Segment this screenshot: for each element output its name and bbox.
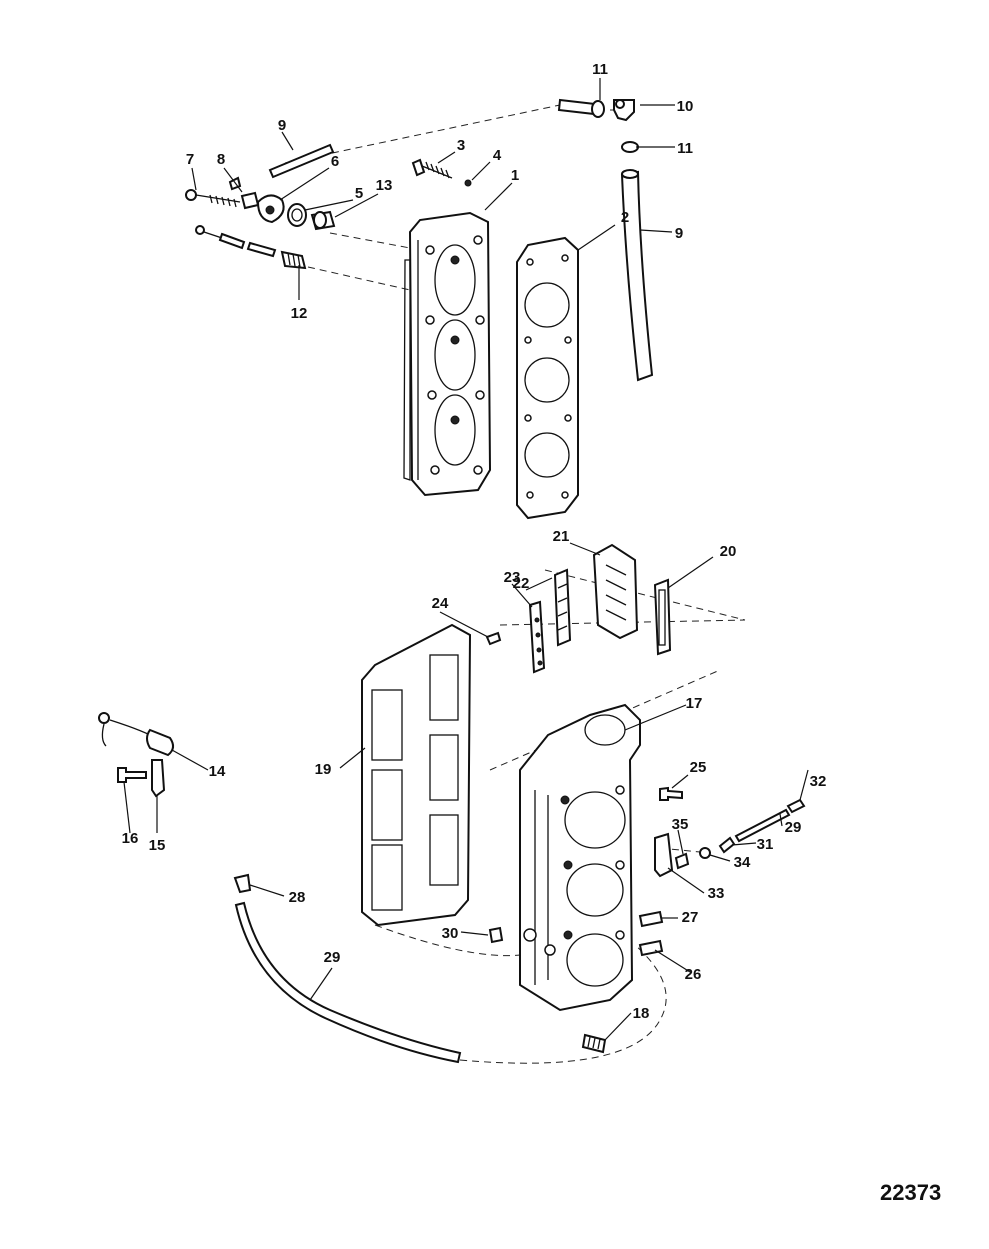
callout-15: 15 (149, 837, 166, 854)
callout-19: 19 (315, 761, 332, 778)
part-bracket-35 (674, 852, 690, 870)
part-nut-30 (488, 926, 504, 944)
callout-12: 12 (291, 305, 308, 322)
callout-27: 27 (682, 909, 699, 926)
callout-26: 26 (685, 966, 702, 983)
callout-16: 16 (122, 830, 139, 847)
callout-29-left: 29 (324, 949, 341, 966)
callout-21: 21 (553, 528, 570, 545)
callout-31: 31 (757, 836, 774, 853)
part-reed-stop (528, 600, 546, 674)
callout-32: 32 (810, 773, 827, 790)
callout-8: 8 (217, 151, 225, 168)
callout-11-lower: 11 (677, 140, 693, 157)
callout-11-top: 11 (592, 61, 608, 78)
callout-10: 10 (677, 98, 694, 115)
part-hose-clamp (621, 141, 639, 153)
callout-14: 14 (209, 763, 226, 780)
callout-24: 24 (432, 595, 449, 612)
part-bolt-18 (581, 1033, 607, 1054)
part-sender-12 (195, 225, 307, 270)
callout-4: 4 (493, 147, 502, 164)
callout-33: 33 (708, 885, 725, 902)
callout-25: 25 (690, 759, 707, 776)
callout-23: 23 (504, 569, 521, 586)
part-hose-upper (268, 143, 335, 179)
part-clip-15 (151, 759, 166, 798)
part-intake-gasket (361, 623, 472, 927)
part-thermostat-cover (256, 194, 285, 224)
callout-5: 5 (355, 185, 363, 202)
part-crankcase-cover (519, 703, 641, 1012)
part-reeds (553, 568, 572, 647)
part-sensor-wire (98, 712, 174, 757)
callout-2: 2 (621, 209, 629, 226)
part-elbow-fitting (613, 99, 635, 122)
part-screw-34 (699, 847, 711, 859)
part-bolt-spring (411, 158, 472, 187)
callout-18: 18 (633, 1005, 650, 1022)
part-hose-lower (234, 901, 462, 1064)
part-screw-16 (117, 767, 147, 783)
callout-13: 13 (376, 177, 393, 194)
figure-number: 22373 (880, 1180, 942, 1205)
part-fitting-28 (233, 873, 252, 894)
callout-9-right: 9 (675, 225, 683, 242)
part-cylinder-head (403, 211, 492, 497)
callout-1: 1 (511, 167, 519, 184)
callout-17: 17 (686, 695, 703, 712)
part-grommet-13 (310, 210, 336, 231)
callout-34: 34 (734, 854, 751, 871)
part-reed-gasket (653, 578, 672, 656)
callout-30: 30 (442, 925, 459, 942)
part-screw-24 (485, 631, 502, 646)
part-reed-block (592, 543, 639, 640)
callout-35: 35 (672, 816, 689, 833)
part-hose-stub (557, 98, 605, 118)
callout-22: 22 (513, 575, 530, 592)
callout-9-left: 9 (278, 117, 286, 134)
callout-7: 7 (186, 151, 194, 168)
part-valve-27 (638, 910, 664, 928)
part-fuel-line-right (718, 798, 806, 854)
callout-6: 6 (331, 153, 339, 170)
part-thermostat-bolt (185, 189, 241, 208)
callout-3: 3 (457, 137, 465, 154)
part-thermostat (287, 203, 307, 227)
part-head-gasket (516, 236, 579, 520)
callout-20: 20 (720, 543, 737, 560)
callout-leaders (123, 78, 809, 1041)
part-clamp-33 (654, 832, 674, 878)
part-hose-vertical (620, 169, 654, 382)
callout-28: 28 (289, 889, 306, 906)
part-screw-25 (659, 786, 683, 801)
callout-numbers: 11 10 11 9 9 3 4 7 8 6 5 13 1 2 12 20 21… (122, 61, 827, 1022)
callout-29-right: 29 (785, 819, 802, 836)
